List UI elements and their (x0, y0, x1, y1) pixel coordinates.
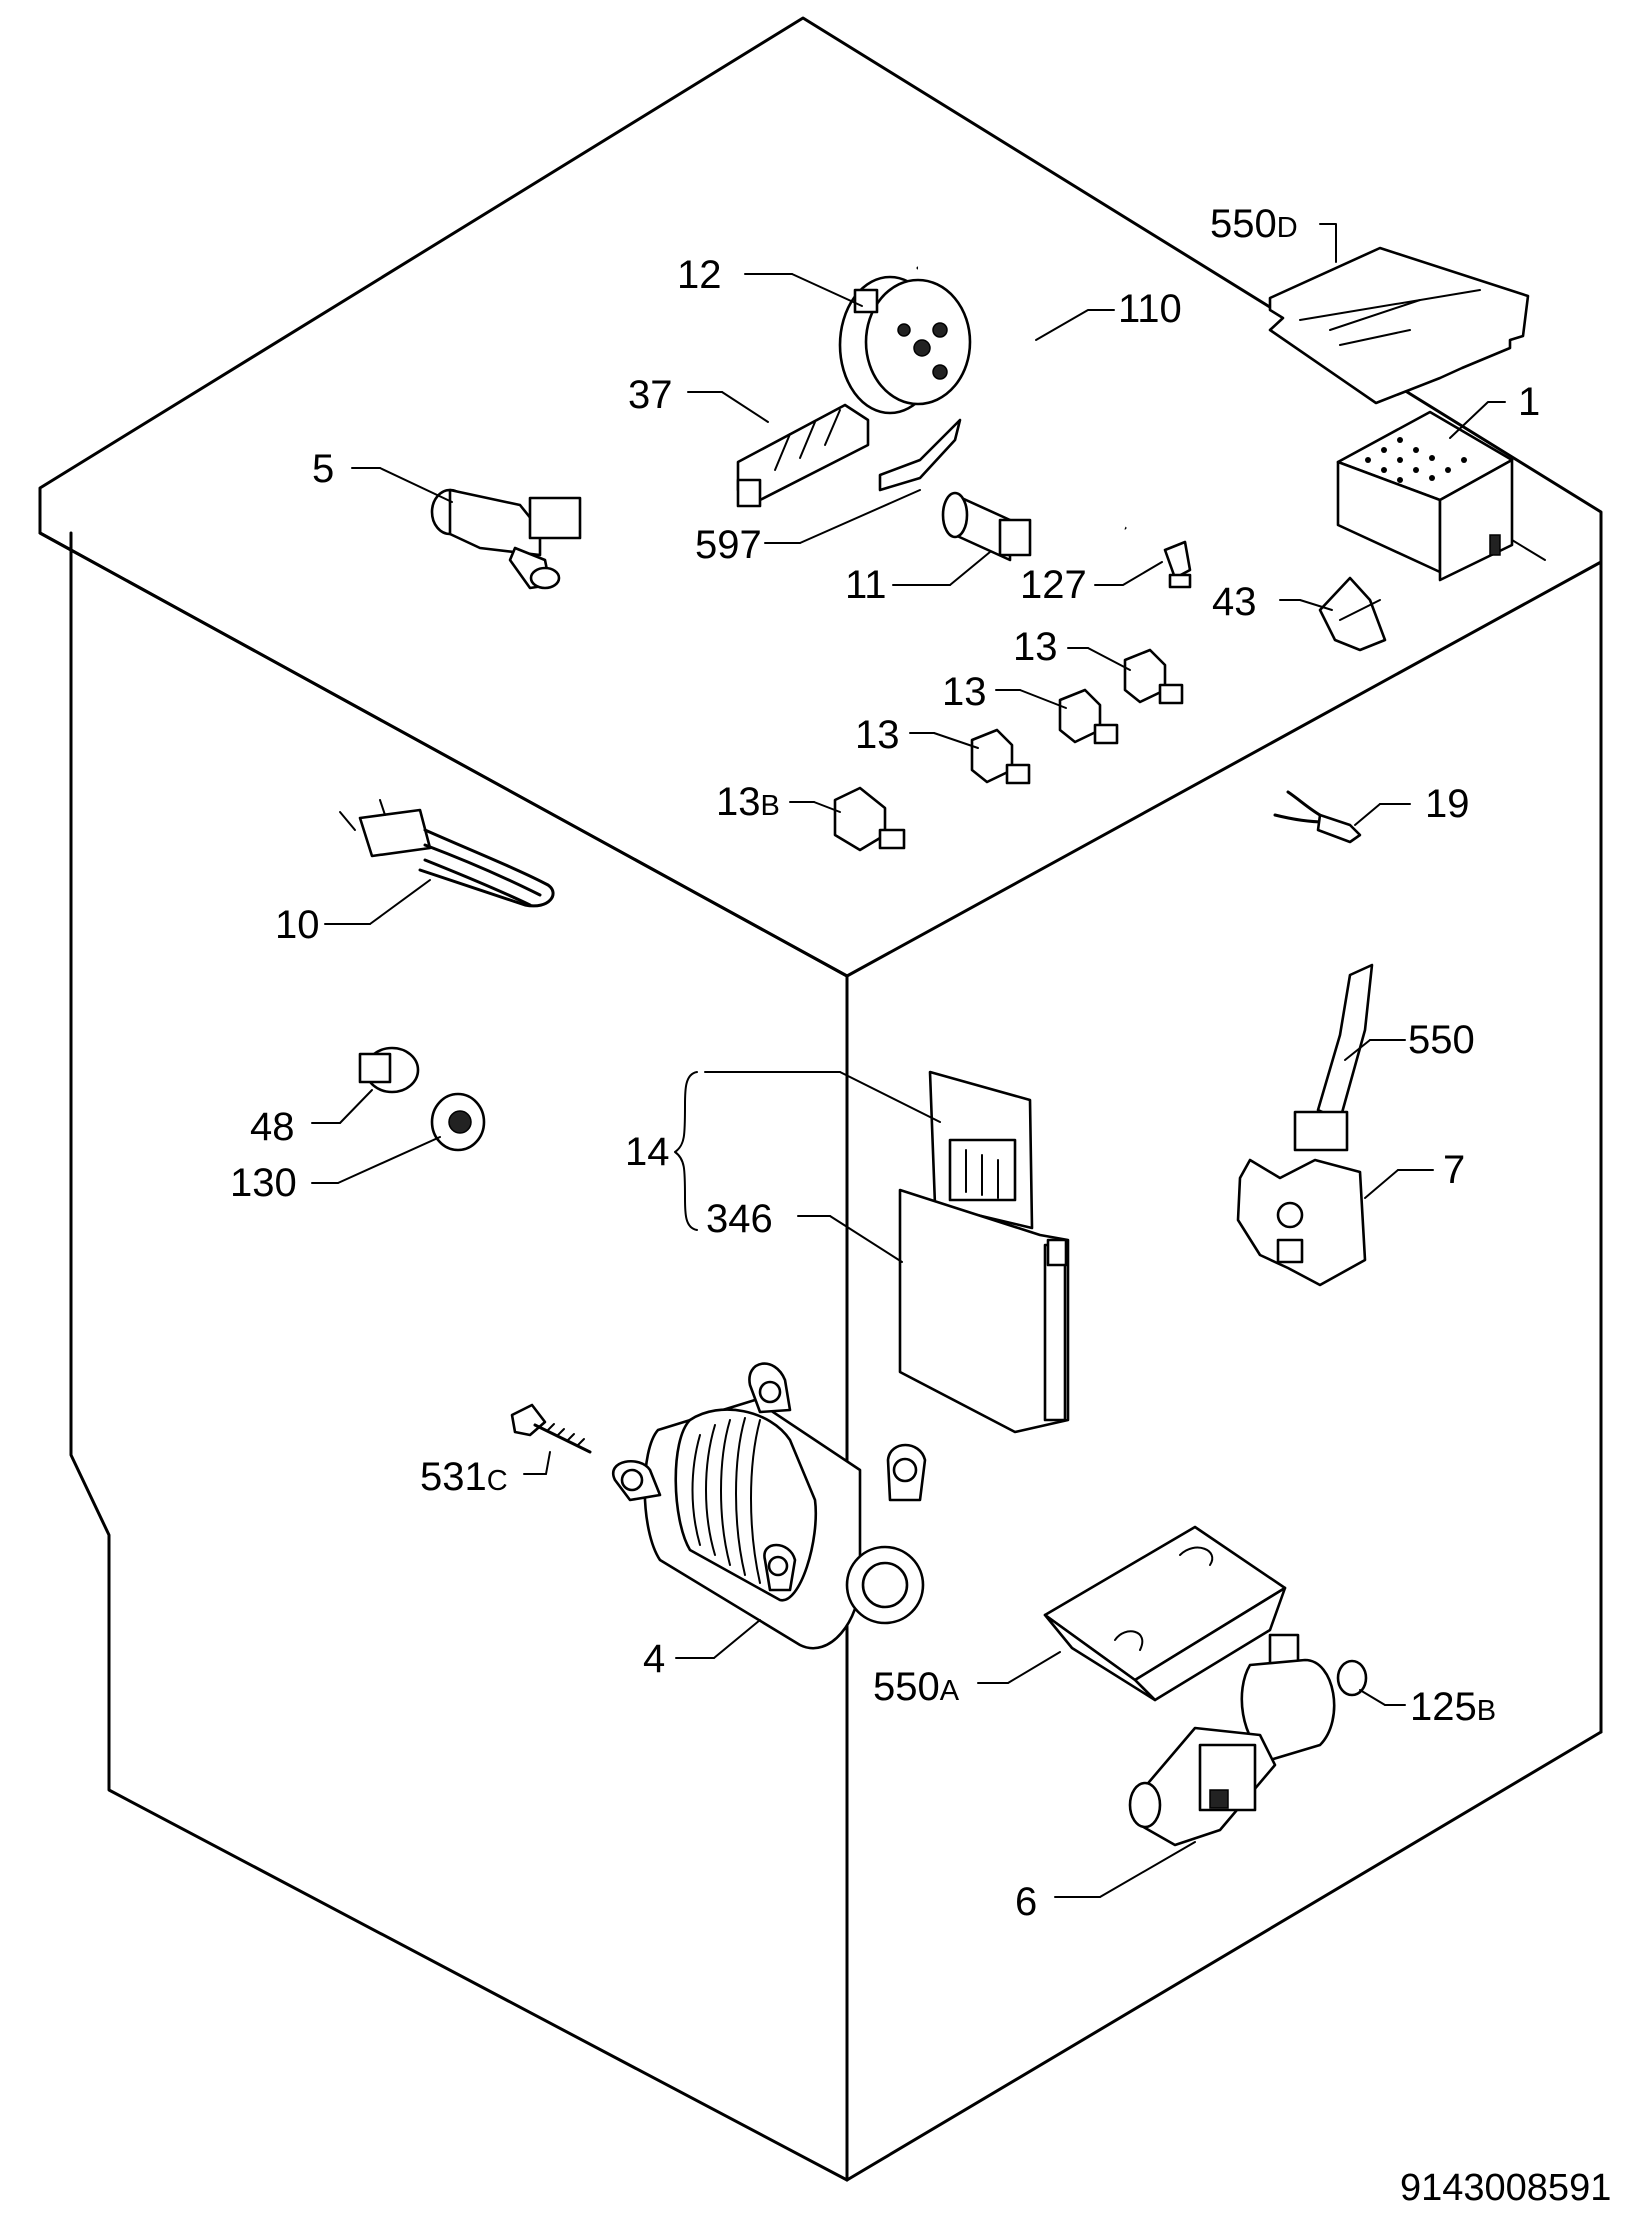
svg-text:1: 1 (1518, 380, 1540, 424)
capacitor (941, 491, 1032, 562)
detergent-dispenser (898, 1070, 1070, 1434)
tube (916, 266, 1127, 530)
label-550A-suffix: A (940, 1675, 960, 1707)
terminal-block (736, 403, 962, 508)
indicator-lamp (358, 1046, 420, 1094)
drain-pump (1128, 1633, 1336, 1847)
label-550D-suffix: D (1277, 212, 1298, 244)
label-130: 130 (230, 1136, 441, 1205)
motor (611, 1362, 927, 1650)
label-13B-suffix: B (761, 790, 780, 822)
interlock (1318, 576, 1387, 652)
label-127: 127 (1020, 561, 1163, 607)
label-550D-main: 550 (1210, 202, 1277, 246)
svg-text:7: 7 (1443, 1148, 1465, 1192)
label-37: 37 (628, 373, 769, 423)
label-11: 11 (845, 551, 991, 607)
label-597: 597 (695, 489, 921, 567)
label-12: 12 (677, 253, 863, 307)
label-13B: 13B (716, 780, 841, 824)
label-550D: 550D (1210, 202, 1337, 263)
programmer-timer (1336, 410, 1546, 582)
label-48: 48 (250, 1089, 373, 1149)
connector (970, 728, 1031, 785)
svg-text:13B: 13B (716, 780, 780, 824)
label-13-middle: 13 (942, 670, 1067, 714)
sensor (1163, 540, 1192, 589)
label-531C-main: 531 (420, 1455, 487, 1499)
svg-text:13: 13 (1013, 625, 1058, 669)
svg-text:6: 6 (1015, 1880, 1037, 1924)
connector (833, 786, 906, 852)
svg-text:19: 19 (1425, 782, 1470, 826)
label-550A: 550A (873, 1651, 1061, 1709)
label-10: 10 (275, 879, 431, 947)
svg-text:13: 13 (942, 670, 987, 714)
connector (1123, 648, 1184, 705)
label-550: 550 (1344, 1018, 1475, 1062)
seal-ring (1336, 1659, 1368, 1697)
label-531C-suffix: C (487, 1465, 508, 1497)
label-14: 14 (625, 1071, 698, 1231)
label-6: 6 (1015, 1841, 1196, 1924)
svg-text:13: 13 (855, 713, 900, 757)
svg-text:550D: 550D (1210, 202, 1298, 246)
relay-cover (1268, 246, 1530, 405)
pressure-switch (838, 275, 972, 415)
connector (1058, 688, 1119, 745)
label-13-upper: 13 (1013, 625, 1131, 671)
svg-text:130: 130 (230, 1161, 297, 1205)
label-125B: 125B (1359, 1685, 1496, 1729)
label-531C: 531C (420, 1451, 551, 1499)
thermistor (1273, 790, 1362, 844)
reference-number: 9143008591 (1400, 2167, 1611, 2209)
svg-text:48: 48 (250, 1105, 295, 1149)
svg-text:346: 346 (706, 1197, 773, 1241)
label-125B-suffix: B (1477, 1695, 1496, 1727)
svg-text:597: 597 (695, 523, 762, 567)
label-13-lower: 13 (855, 713, 979, 757)
svg-text:127: 127 (1020, 563, 1087, 607)
motor-cover (1043, 1525, 1287, 1702)
svg-text:37: 37 (628, 373, 673, 417)
label-110: 110 (1035, 287, 1182, 341)
door-lock (1236, 963, 1374, 1287)
screw (510, 1403, 592, 1454)
cabinet-outline (38, 16, 1603, 2182)
label-19: 19 (1354, 782, 1470, 826)
label-5: 5 (312, 447, 453, 503)
svg-text:14: 14 (625, 1130, 670, 1174)
svg-text:12: 12 (677, 253, 722, 297)
label-1: 1 (1449, 380, 1540, 439)
label-346: 346 (704, 1071, 941, 1263)
label-4: 4 (643, 1619, 761, 1681)
svg-text:11: 11 (845, 563, 887, 607)
svg-text:4: 4 (643, 1637, 665, 1681)
svg-text:125B: 125B (1410, 1685, 1496, 1729)
svg-text:110: 110 (1118, 287, 1182, 331)
knob (430, 1092, 486, 1152)
label-43: 43 (1212, 580, 1333, 624)
label-7: 7 (1364, 1148, 1465, 1199)
label-13B-main: 13 (716, 780, 761, 824)
svg-text:43: 43 (1212, 580, 1257, 624)
svg-text:550A: 550A (873, 1665, 960, 1709)
heating-element (339, 799, 555, 908)
inlet-valve (430, 488, 582, 590)
svg-text:5: 5 (312, 447, 334, 491)
svg-text:550: 550 (1408, 1018, 1475, 1062)
label-550A-main: 550 (873, 1665, 940, 1709)
svg-text:531C: 531C (420, 1455, 508, 1499)
svg-text:10: 10 (275, 903, 320, 947)
label-125B-main: 125 (1410, 1685, 1477, 1729)
